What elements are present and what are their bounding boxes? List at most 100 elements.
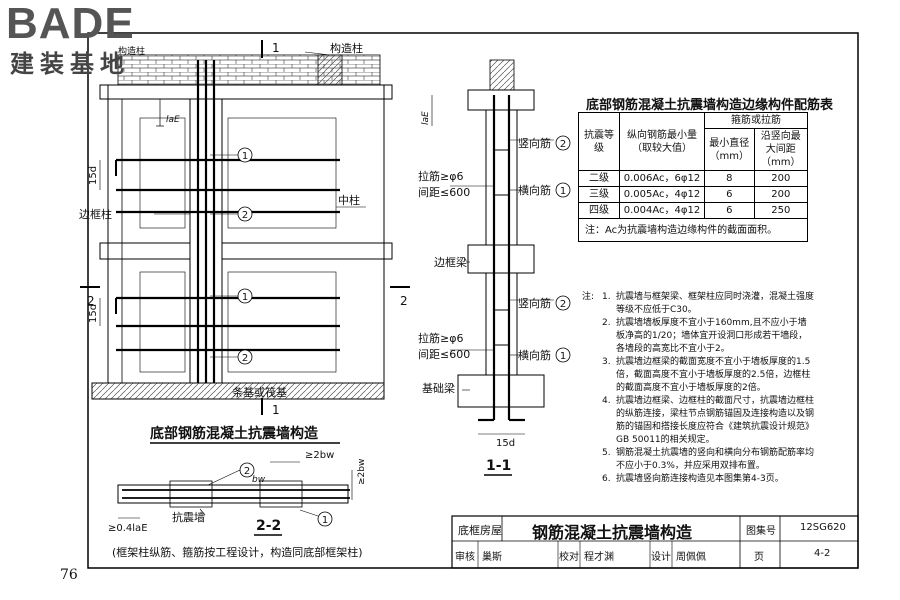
- cell-grade: 四级: [578, 202, 620, 219]
- marker-text: 2: [244, 466, 250, 477]
- label-vertical-bar-2: 竖向筋: [518, 296, 551, 310]
- label-foundation-beam: 基础梁: [422, 381, 455, 395]
- marker-circle: [237, 206, 253, 222]
- label-vertical-bar-1: 竖向筋: [518, 136, 551, 150]
- note-text: 抗震墙边框梁、边框柱的截面尺寸，抗震墙边框柱的纵筋连接，梁柱节点钢筋锚固及连接构…: [616, 396, 815, 445]
- cell-dia: 6: [704, 186, 755, 203]
- label-horizontal-bar-2: 横向筋: [518, 348, 551, 362]
- label-tie-1a: 拉筋≥φ6: [418, 169, 463, 183]
- marker-circle: [555, 347, 571, 363]
- logo-text: BADE: [6, 0, 135, 48]
- marker-circle: [237, 349, 253, 365]
- section-1-1-text: laE 竖向筋 横向筋 拉筋≥φ6 间距≤600 边框梁 竖向筋 拉筋≥φ6 间…: [418, 111, 566, 474]
- marker-circle: [237, 147, 253, 163]
- tb-page-label: 页: [754, 552, 764, 563]
- note-text: 抗震墙边框梁的截面宽度不宜小于墙板厚度的1.5倍，截面高度不宜小于墙板厚度的2.…: [616, 357, 811, 393]
- label-15d-11: 15d: [496, 438, 515, 449]
- label-bw: bw: [252, 475, 266, 485]
- section-2-2-text: ≥2bw ≥2bw bw ≥0.4laE 抗震墙 2 1 2-2 (框架柱纵筋、…: [108, 450, 367, 559]
- top-beam: [99, 84, 393, 100]
- marker-circle: [555, 295, 571, 311]
- label-biankuangzhu: 边框柱: [79, 207, 112, 221]
- table-row: 三级 0.005Ac，4φ12 6 200: [578, 186, 809, 203]
- marker-text: 1: [242, 292, 248, 303]
- marker-text: 1: [242, 151, 248, 162]
- note-text: 抗震墙墙板厚度不宜小于160mm,且不应小于墙板净高的1/20；墙体宜开设洞口形…: [616, 318, 808, 354]
- section-2-2-title: 2-2: [256, 518, 281, 534]
- tb-atlas-label: 图集号: [746, 526, 776, 537]
- gouzaozhu-top-block: [317, 54, 343, 86]
- label-tie-1b: 间距≤600: [418, 186, 470, 199]
- rebar-table: 抗震等级 纵向钢筋最小量（取较大值） 箍筋或拉筋 最小直径（mm） 沿竖向最大间…: [578, 112, 809, 242]
- label-tie-2b: 间距≤600: [418, 348, 470, 361]
- note-number: 3.: [602, 357, 611, 367]
- notes-label: 注:: [582, 292, 595, 302]
- tb-check-label: 校对: [559, 552, 579, 563]
- tb-reviewer: 巢斯: [482, 552, 502, 563]
- section-2-2-drawing: [117, 461, 353, 527]
- general-notes: 注:1.抗震墙与框架梁、框架柱应同时浇灌，混凝土强度等级不应低于C30。 2.抗…: [582, 291, 814, 486]
- elevation-text: 构造柱 构造柱 1 1 2 2 laE 15d 15d 边框柱 中柱 条基或筏基…: [79, 41, 408, 442]
- label-2bw-top: ≥2bw: [305, 450, 334, 461]
- table-row: 四级 0.004Ac，4φ12 6 250: [578, 202, 809, 219]
- table-row: 二级 0.006Ac，6φ12 8 200: [578, 170, 809, 187]
- label-zhongzhu: 中柱: [338, 193, 360, 207]
- header-stirrup: 箍筋或拉筋: [704, 112, 808, 129]
- foundation-strip: [91, 382, 385, 400]
- note-number: 5.: [602, 448, 611, 458]
- cell-spacing: 200: [753, 170, 809, 187]
- label-edge-beam: 边框梁: [434, 255, 467, 269]
- label-horizontal-bar-1: 横向筋: [518, 183, 551, 197]
- section-1-1-drawing: [431, 59, 571, 435]
- tb-page-no: 4-2: [814, 548, 831, 559]
- title-block: [451, 515, 859, 569]
- tb-designer: 周佩佩: [676, 552, 706, 563]
- elevation-drawing: [80, 40, 410, 415]
- cell-spacing: 200: [753, 186, 809, 203]
- header-max-spacing: 沿竖向最大间距（mm）: [753, 128, 809, 171]
- cell-long: 0.006Ac，6φ12: [619, 170, 705, 187]
- label-section-2-right: 2: [400, 294, 408, 308]
- marker-circle: [239, 462, 255, 478]
- logo-subtitle: 建装基地: [10, 50, 130, 78]
- note-number: 2.: [602, 318, 611, 328]
- label-gouzaozhu: 构造柱: [330, 41, 363, 55]
- header-grade: 抗震等级: [578, 112, 620, 171]
- label-gouzaozhu-top: 构造柱: [118, 45, 145, 57]
- note-number: 4.: [602, 396, 611, 406]
- section-1-1-title: 1-1: [486, 458, 511, 474]
- cell-spacing: 250: [753, 202, 809, 219]
- label-foundation: 条基或筏基: [232, 385, 287, 399]
- elevation-title: 底部钢筋混凝土抗震墙构造: [150, 425, 318, 442]
- marker-text: 1: [560, 351, 566, 362]
- label-section-2-left: 2: [87, 294, 95, 308]
- note-text: 钢筋混凝土抗震墙的竖向和横向分布钢筋配筋率均不应小于0.3%，并应采用双排布置。: [616, 448, 815, 471]
- cell-long: 0.004Ac，4φ12: [619, 202, 705, 219]
- marker-text: 1: [322, 515, 328, 526]
- marker-circle: [555, 135, 571, 151]
- page-number: 76: [60, 567, 78, 583]
- marker-text: 1: [560, 186, 566, 197]
- tb-atlas-no: 12SG620: [800, 522, 846, 533]
- tb-review-label: 审核: [455, 552, 475, 563]
- table-title: 底部钢筋混凝土抗震墙构造边缘构件配筋表: [586, 98, 834, 113]
- middle-beam: [99, 242, 393, 260]
- marker-circle: [555, 182, 571, 198]
- cell-grade: 三级: [578, 186, 620, 203]
- note-number: 6.: [602, 474, 611, 484]
- label-tie-2a: 拉筋≥φ6: [418, 331, 463, 345]
- tb-checker: 程才渊: [584, 552, 614, 563]
- cell-long: 0.005Ac，4φ12: [619, 186, 705, 203]
- label-lap: ≥0.4laE: [108, 523, 148, 534]
- note-number: 1.: [602, 292, 611, 302]
- label-wall: 抗震墙: [172, 510, 205, 524]
- label-section-1-bottom: 1: [272, 403, 280, 417]
- marker-circle: [237, 288, 253, 304]
- tb-design-label: 设计: [651, 552, 671, 563]
- note-text: 抗震墙竖向筋连接构造见本图集第4-3页。: [616, 474, 784, 484]
- label-15d-2: 15d: [88, 304, 99, 323]
- table-note: 注：Ac为抗震墙构造边缘构件的截面面积。: [578, 218, 808, 242]
- tb-title: 钢筋混凝土抗震墙构造: [532, 523, 693, 542]
- label-15d-1: 15d: [88, 166, 99, 185]
